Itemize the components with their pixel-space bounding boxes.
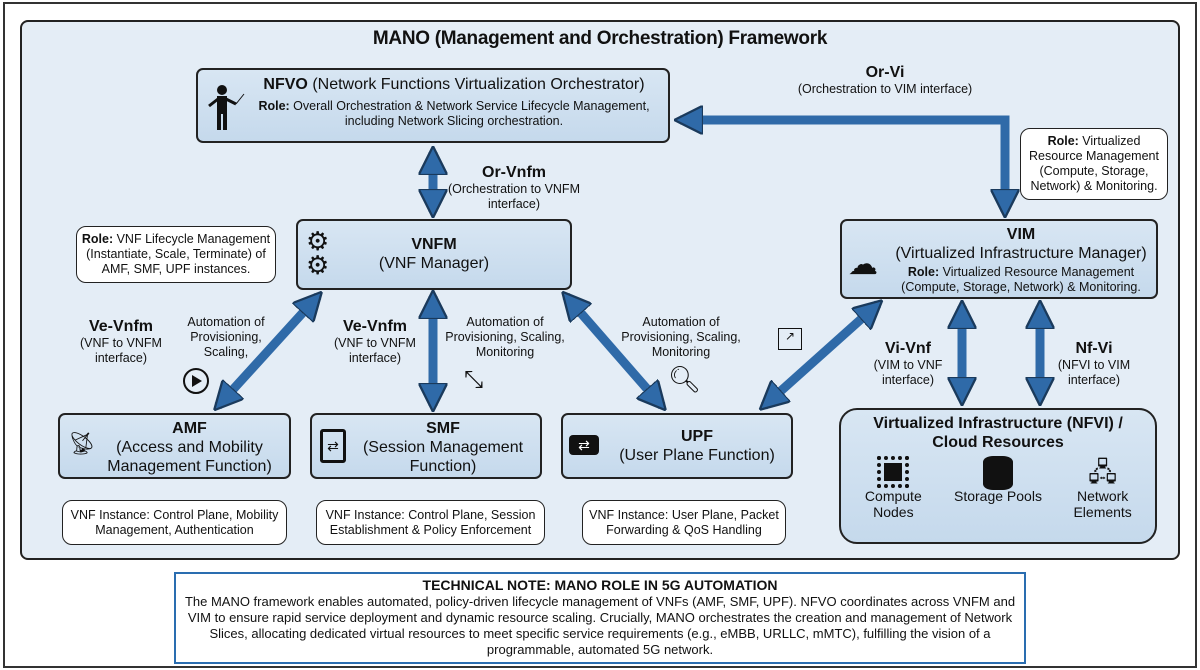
ve-vnfm-amf-arrow (218, 296, 318, 406)
upf-full-name: (User Plane Function) (619, 447, 775, 464)
upf-instance-callout: VNF Instance: User Plane, Packet Forward… (582, 500, 786, 545)
compute-nodes-label: Compute Nodes (864, 488, 922, 520)
smf-box[interactable]: ⇄ SMF (Session Management Function) (310, 413, 542, 479)
nf-vi-label: Nf-Vi(NFVI to VIM interface) (1057, 340, 1131, 387)
technical-note: TECHNICAL NOTE: MANO ROLE IN 5G AUTOMATI… (174, 572, 1026, 664)
conductor-icon (208, 85, 245, 130)
ve-vnfm-1-label: Ve-Vnfm(VNF to VNFM interface) (80, 318, 162, 365)
cloud-icon: ☁ (848, 248, 878, 281)
compute-nodes: Compute Nodes (848, 456, 938, 520)
nfvo-name: NFVO (263, 76, 308, 93)
amf-box[interactable]: 📡︎ AMF (Access and Mobility Management Fu… (58, 413, 291, 479)
cpu-chip-icon (877, 456, 910, 488)
vim-role-label: Role: (907, 265, 940, 279)
play-icon (183, 368, 209, 394)
vim-role-callout: Role: Virtualized Resource Management (C… (1020, 128, 1168, 200)
storage-pools-label: Storage Pools (954, 488, 1042, 504)
note-body: The MANO framework enables automated, po… (184, 594, 1016, 657)
or-vi-label: Or-Vi(Orchestration to VIM interface) (797, 64, 973, 96)
vi-vnf-label: Vi-Vnf(VIM to VNF interface) (873, 340, 943, 387)
vim-name: VIM (1006, 226, 1036, 243)
amf-instance-callout: VNF Instance: Control Plane, Mobility Ma… (62, 500, 287, 545)
vnfm-name: VNFM (411, 236, 457, 253)
upf-automation: Automation of Provisioning, Scaling, Mon… (621, 315, 741, 359)
upf-box[interactable]: ⇄ UPF (User Plane Function) (561, 413, 793, 479)
network-tree-icon: 🖧︎ (1088, 457, 1118, 487)
nfvo-role-label: Role: (258, 99, 290, 113)
nfvi-title: Virtualized Infrastructure (NFVI) / Clou… (873, 415, 1123, 451)
expand-icon: ⤡ (464, 366, 484, 393)
vnfm-box[interactable]: ⚙⚙ VNFM (VNF Manager) (296, 219, 572, 290)
amf-full-name: (Access and Mobility Management Function… (107, 439, 272, 475)
vnfm-full-name: (VNF Manager) (378, 255, 490, 272)
packet-switch-icon: ⇄ (569, 435, 599, 455)
network-elements: 🖧︎Network Elements (1058, 456, 1148, 520)
ve-vnfm-2-label: Ve-Vnfm(VNF to VNFM interface) (334, 318, 416, 365)
ve-vnfm-2-automation: Automation of Provisioning, Scaling, Mon… (445, 315, 565, 359)
nfvo-full-name: (Network Functions Virtualization Orches… (312, 76, 645, 93)
nfvi-box[interactable]: Virtualized Infrastructure (NFVI) / Clou… (839, 408, 1157, 544)
smf-name: SMF (426, 420, 460, 437)
ve-vnfm-1-automation: Automation of Provisioning, Scaling, (187, 315, 265, 359)
diagram-title: MANO (Management and Orchestration) Fram… (372, 28, 828, 49)
vim-full-name: (Virtualized Infrastructure Manager) (895, 245, 1147, 262)
monitoring-chart-icon: ↗ (778, 328, 802, 350)
upf-name: UPF (681, 428, 713, 445)
magnifier-icon: 🔍︎ (668, 364, 702, 394)
database-icon (982, 456, 1013, 490)
vnfm-upf-arrow (566, 296, 662, 406)
storage-pools: Storage Pools (953, 456, 1043, 520)
or-vnfm-label: Or-Vnfm(Orchestration to VNFM interface) (448, 164, 580, 211)
smf-full-name: (Session Management Function) (362, 439, 524, 475)
vim-upf-arrow (764, 304, 878, 406)
network-elements-label: Network Elements (1073, 488, 1132, 520)
nfvo-role: Overall Orchestration & Network Service … (293, 99, 650, 128)
vim-role: Virtualized Resource Management (Compute… (901, 265, 1141, 294)
or-vi-arrow (680, 120, 1005, 212)
antenna-tower-icon: 📡︎ (68, 431, 96, 456)
smf-instance-callout: VNF Instance: Control Plane, Session Est… (316, 500, 545, 545)
outer-frame (3, 2, 1197, 668)
amf-name: AMF (172, 420, 207, 437)
note-heading: TECHNICAL NOTE: MANO ROLE IN 5G AUTOMATI… (422, 577, 778, 593)
gears-icon: ⚙⚙ (306, 226, 330, 280)
nfvo-box[interactable]: NFVO (Network Functions Virtualization O… (196, 68, 670, 143)
vim-box[interactable]: ☁ VIM (Virtualized Infrastructure Manager… (840, 219, 1158, 299)
vnfm-role-callout: Role: VNF Lifecycle Management (Instanti… (76, 226, 276, 283)
server-shuffle-icon: ⇄ (320, 429, 346, 463)
